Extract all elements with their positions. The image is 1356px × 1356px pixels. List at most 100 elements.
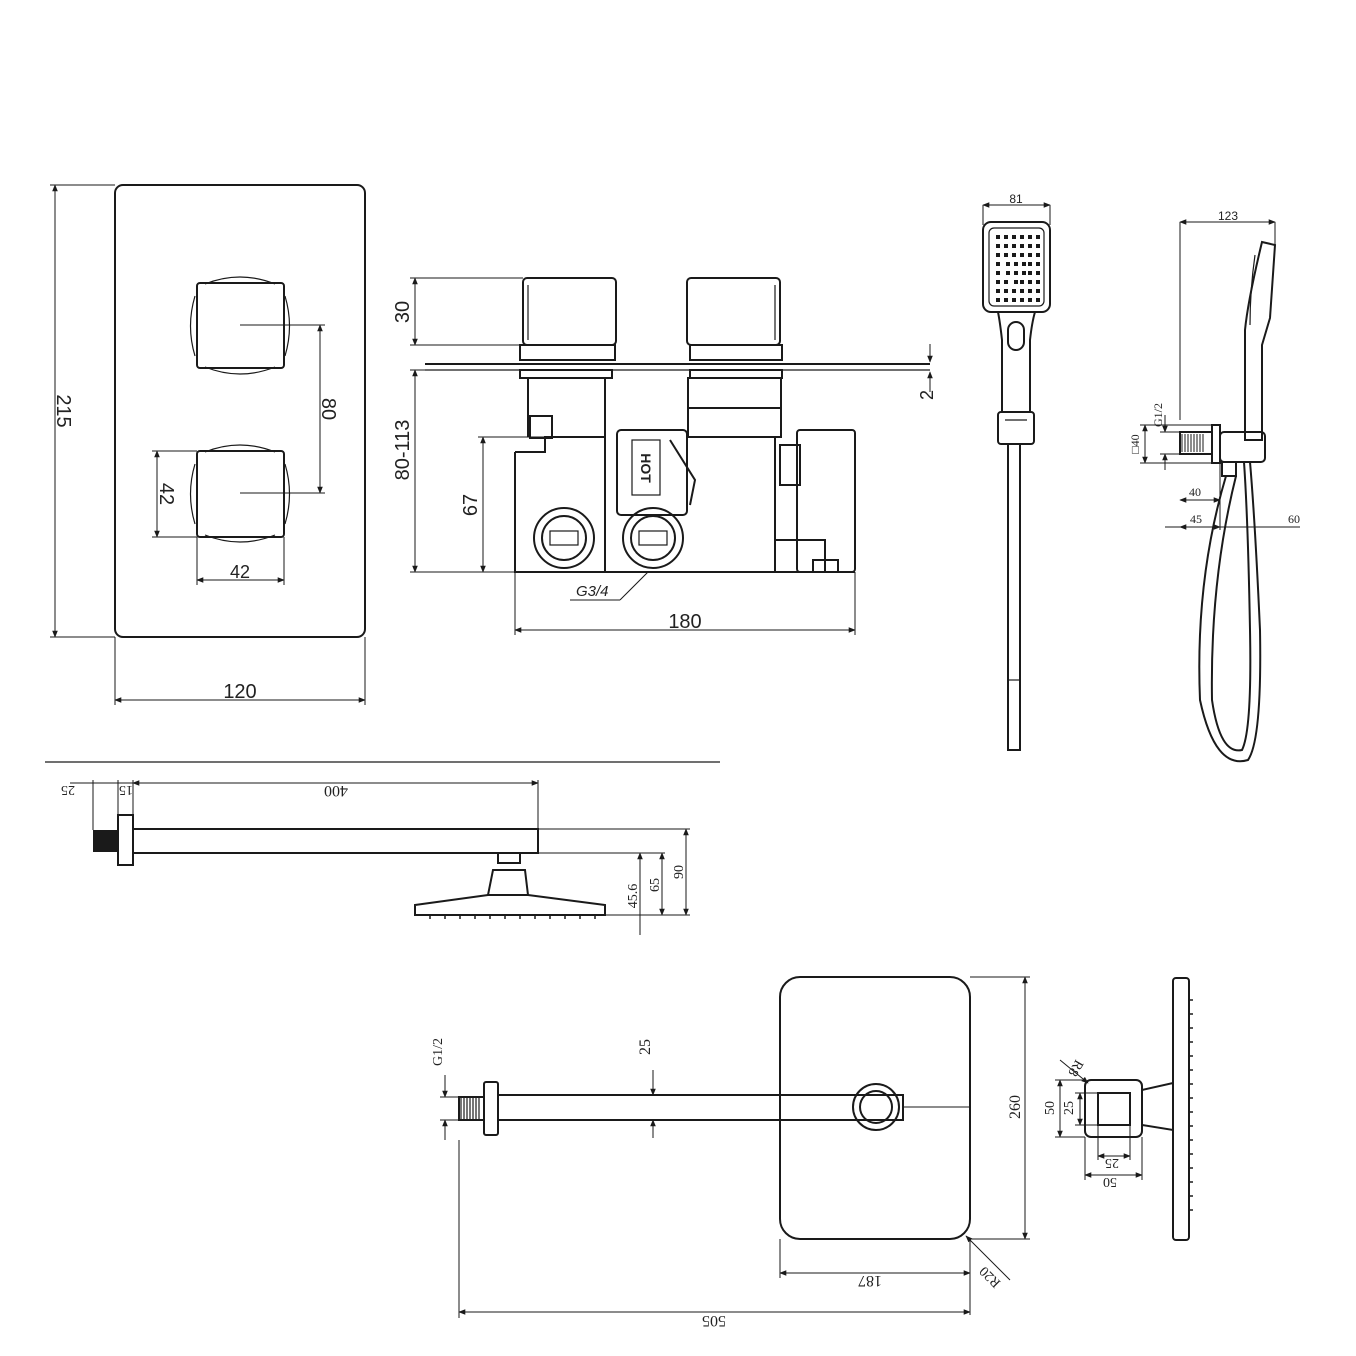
side-knob-right xyxy=(686,277,781,346)
nozzle-dot xyxy=(1012,235,1016,239)
dim-inlet-height: 67 xyxy=(460,494,482,516)
dim-body-depth: 80-113 xyxy=(392,420,414,481)
nozzle-dot xyxy=(1004,298,1008,302)
dim-faceplate-width: 120 xyxy=(223,681,256,703)
nozzle-dot xyxy=(1028,244,1032,248)
rain-head-plate xyxy=(779,976,971,1240)
nozzle-dot xyxy=(1004,280,1008,284)
nozzle-dot xyxy=(1036,253,1040,257)
nozzle-dot xyxy=(1028,262,1032,266)
dim-connector-outer: 50 xyxy=(1043,1101,1058,1115)
dim-knob-spacing: 80 xyxy=(317,398,339,420)
handset-nozzle-grid xyxy=(996,235,1040,302)
dim-knob-depth: 30 xyxy=(392,301,414,323)
nozzle-dot xyxy=(1004,289,1008,293)
nozzle-dot xyxy=(1036,262,1040,266)
valve-knob-bottom xyxy=(189,444,291,543)
nozzle-dot xyxy=(1004,235,1008,239)
dim-overall-length: 505 xyxy=(702,1312,726,1329)
dim-handset-depth: 123 xyxy=(1218,209,1238,223)
nozzle-dot xyxy=(996,280,1000,284)
nozzle-dot xyxy=(1012,289,1016,293)
dim-flange-b: 15 xyxy=(119,782,133,797)
nozzle-dot xyxy=(1012,298,1016,302)
dim-square-40: □40 xyxy=(1128,434,1142,453)
dim-drop-2: 65 xyxy=(648,878,663,892)
nozzle-dot xyxy=(1020,298,1024,302)
nozzle-dot xyxy=(1012,244,1016,248)
arm-side-view: 400 25 15 45.6 65 90 xyxy=(45,761,720,935)
nozzle-dot xyxy=(996,235,1000,239)
valve-faceplate xyxy=(114,184,366,638)
nozzle-dot xyxy=(1028,298,1032,302)
dim-head-length: 260 xyxy=(1007,1095,1024,1119)
nozzle-dot xyxy=(1014,271,1018,275)
nozzle-dot xyxy=(1022,271,1026,275)
handset-front-view: 81 xyxy=(982,192,1051,751)
dim-connector-radius: R8 xyxy=(1064,1057,1085,1079)
nozzle-dot xyxy=(1020,235,1024,239)
dim-corner-radius: R20 xyxy=(977,1263,1004,1290)
nozzle-dot xyxy=(1028,280,1032,284)
handset-head xyxy=(982,221,1051,313)
nozzle-dot xyxy=(1006,262,1010,266)
dim-head-width: 187 xyxy=(858,1272,882,1289)
dim-connector-inner: 25 xyxy=(1062,1101,1077,1115)
dim-knob-width: 42 xyxy=(230,562,250,582)
nozzle-dot xyxy=(1004,253,1008,257)
nozzle-dot xyxy=(1028,289,1032,293)
head-connector-view: 50 25 25 50 R8 xyxy=(1043,977,1193,1241)
dim-flange-a: 25 xyxy=(61,782,75,797)
nozzle-dot xyxy=(996,289,1000,293)
dim-handset-thread: G1/2 xyxy=(1151,403,1165,427)
side-knob-left xyxy=(522,277,617,346)
nozzle-dot xyxy=(1014,280,1018,284)
nozzle-dot xyxy=(996,262,1000,266)
dim-arm-length: 400 xyxy=(324,782,348,799)
nozzle-dot xyxy=(1028,235,1032,239)
handset-side-view: 123 G1/2 □40 40 45 60 xyxy=(1128,209,1300,763)
nozzle-dot xyxy=(1020,280,1024,284)
dim-body-width: 180 xyxy=(668,611,701,633)
valve-front-view: 80 215 42 42 120 xyxy=(50,184,366,705)
nozzle-dot xyxy=(1036,298,1040,302)
nozzle-dot xyxy=(1020,253,1024,257)
nozzle-dot xyxy=(1028,271,1032,275)
nozzle-dot xyxy=(1020,244,1024,248)
dim-offset-b: 60 xyxy=(1288,512,1300,526)
dim-knob-height: 42 xyxy=(155,483,177,505)
dim-arm-thread: G1/2 xyxy=(431,1038,446,1066)
dim-offset-a: 45 xyxy=(1190,512,1202,526)
dim-drop-1: 45.6 xyxy=(626,884,641,909)
hot-label: HOT xyxy=(638,453,654,483)
dim-faceplate-height: 215 xyxy=(52,394,74,427)
nozzle-dot xyxy=(1004,244,1008,248)
nozzle-dot xyxy=(996,253,1000,257)
dim-connector-bottom-outer: 50 xyxy=(1103,1174,1117,1189)
dim-plate-thickness: 2 xyxy=(917,390,937,400)
nozzle-dot xyxy=(996,244,1000,248)
dim-drop-3: 90 xyxy=(672,865,687,879)
nozzle-dot xyxy=(1036,280,1040,284)
nozzle-dot xyxy=(996,298,1000,302)
thread-label: G3/4 xyxy=(576,583,609,600)
inlet-right xyxy=(622,507,684,569)
nozzle-dot xyxy=(1006,271,1010,275)
dim-handset-width: 81 xyxy=(1009,192,1023,206)
nozzle-dot xyxy=(996,271,1000,275)
dim-connector-bottom-inner: 25 xyxy=(1105,1155,1119,1170)
nozzle-dot xyxy=(1036,289,1040,293)
nozzle-dot xyxy=(1012,253,1016,257)
dim-bracket-depth: 40 xyxy=(1189,485,1201,499)
nozzle-dot xyxy=(1036,271,1040,275)
nozzle-dot xyxy=(1020,289,1024,293)
nozzle-dot xyxy=(1022,262,1026,266)
inlet-left xyxy=(533,507,595,569)
nozzle-dot xyxy=(1028,253,1032,257)
arm-top-view: G1/2 25 260 187 R20 505 xyxy=(431,976,1030,1329)
nozzle-dot xyxy=(1014,262,1018,266)
nozzle-dot xyxy=(1036,235,1040,239)
valve-side-view: HOT G3/4 30 80-113 xyxy=(392,277,937,635)
dim-arm-width: 25 xyxy=(637,1039,654,1055)
